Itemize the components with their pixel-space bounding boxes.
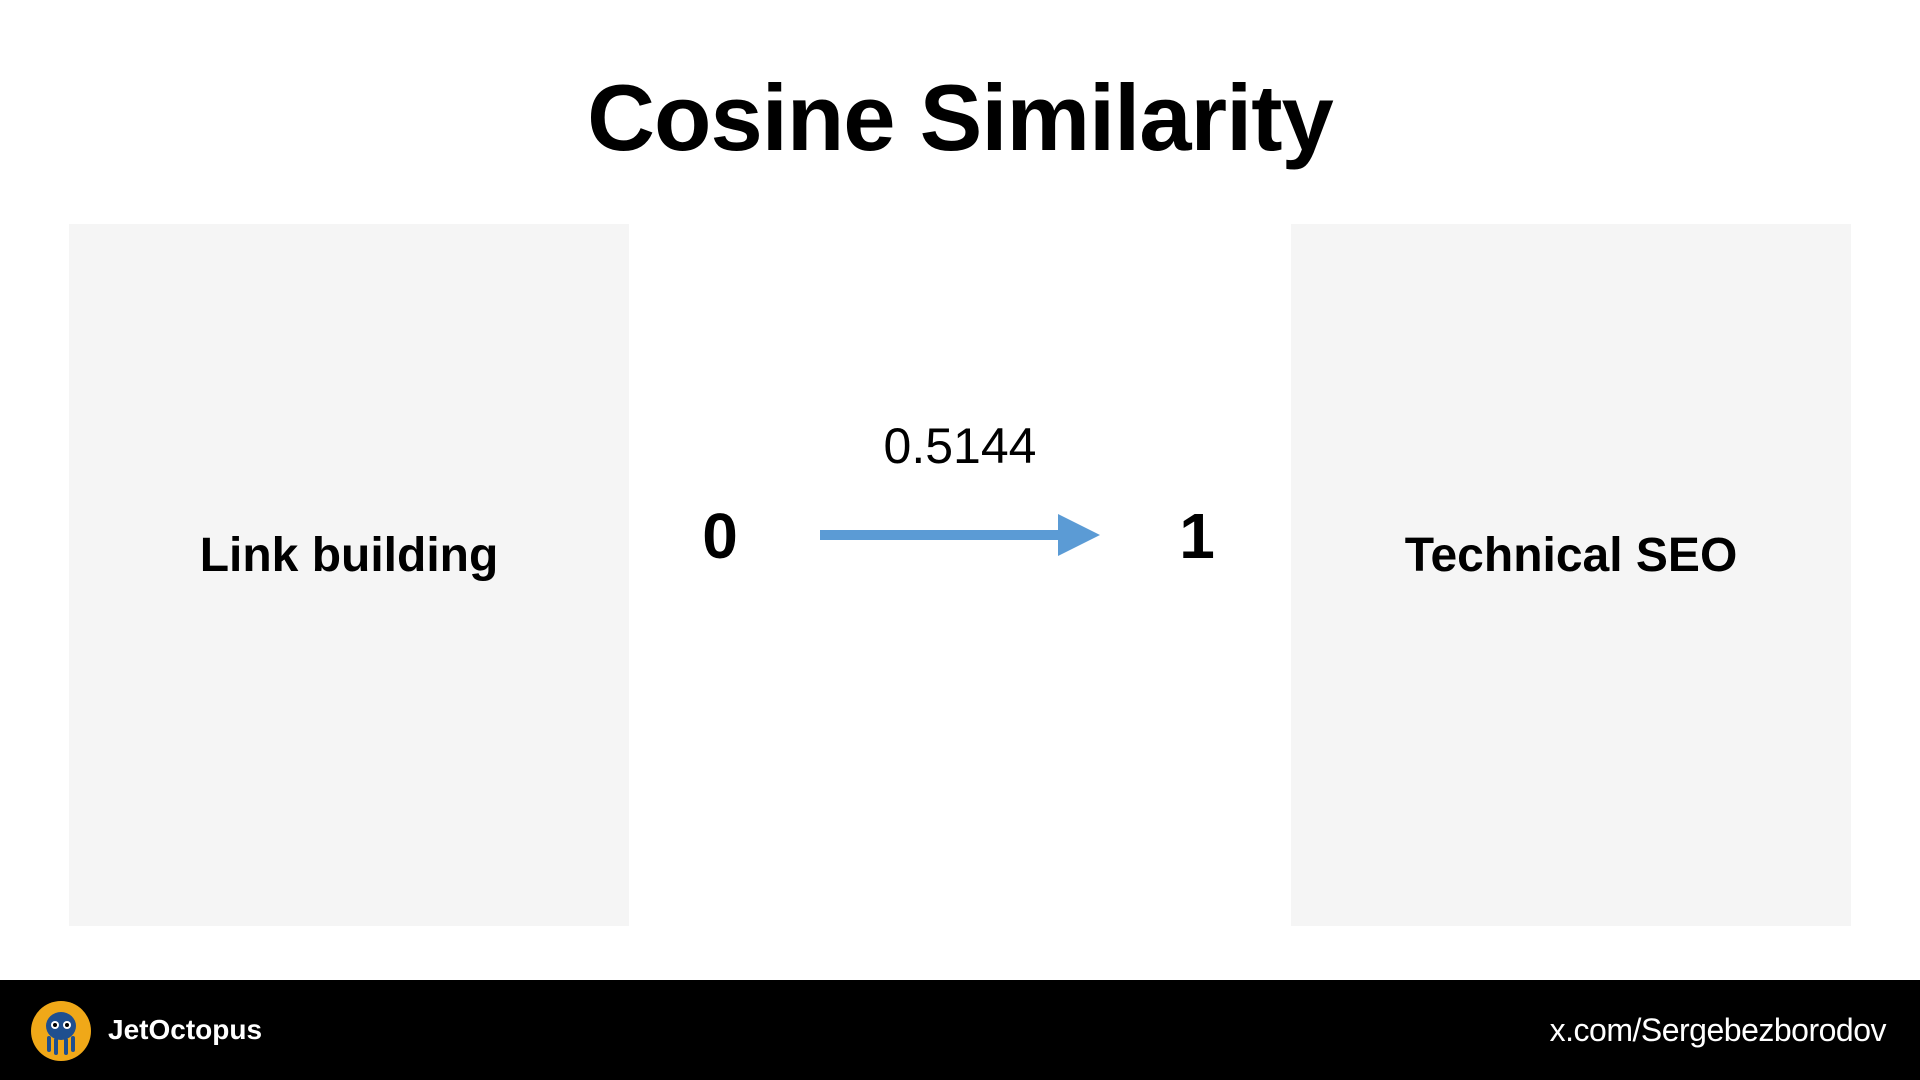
brand-name: JetOctopus bbox=[108, 1014, 263, 1045]
slide-title: Cosine Similarity bbox=[587, 65, 1334, 170]
right-topic-label: Technical SEO bbox=[1404, 528, 1738, 582]
right-arrow-icon bbox=[820, 514, 1100, 556]
scale-min-label: 0 bbox=[702, 500, 738, 572]
similarity-score: 0.5144 bbox=[883, 418, 1037, 474]
scale-max-label: 1 bbox=[1179, 500, 1215, 572]
social-handle[interactable]: x.com/Sergebezborodov bbox=[1549, 1012, 1887, 1048]
right-topic-panel: Technical SEO bbox=[1291, 224, 1851, 926]
left-topic-panel: Link building bbox=[69, 224, 629, 926]
octopus-logo-icon bbox=[31, 1001, 91, 1061]
left-topic-label: Link building bbox=[199, 528, 499, 582]
footer-bar: JetOctopus x.com/Sergebezborodov bbox=[0, 980, 1920, 1080]
